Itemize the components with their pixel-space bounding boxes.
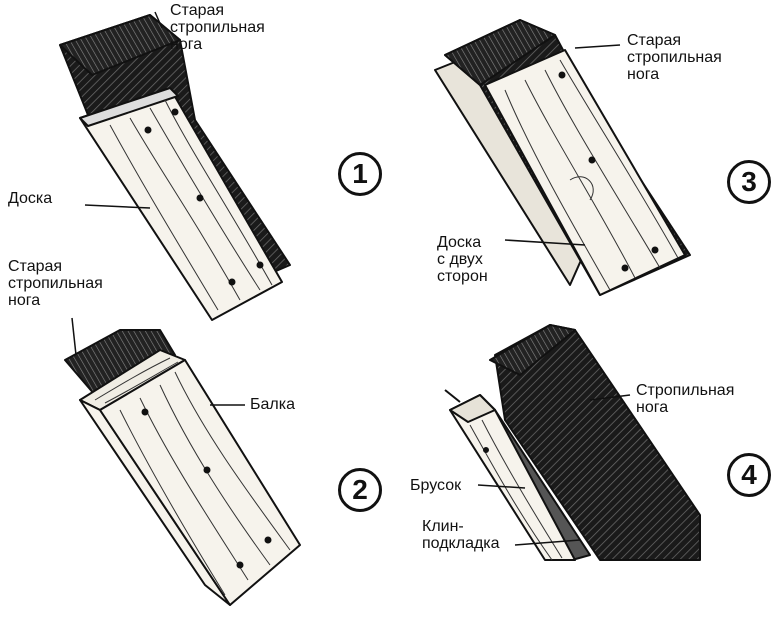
panel-1-number: 1 — [338, 152, 382, 196]
panel-4-bar-label: Брусок — [410, 477, 462, 494]
rafter-end-1 — [59, 14, 181, 76]
panel-1-board-label: Доска — [8, 190, 53, 207]
rafter-end-4 — [489, 324, 576, 376]
panel-3-boards-label: Доска с двух сторон — [437, 234, 488, 285]
panel-3-leaders — [504, 44, 621, 246]
panel-1-leaders — [84, 11, 163, 209]
panel-2-drawing — [64, 329, 301, 606]
panel-3-drawing — [434, 19, 691, 296]
panel-3-number: 3 — [727, 160, 771, 204]
panel-1-rafter-label: Старая стропильная нога — [170, 2, 265, 53]
panel-4-leaders — [477, 394, 631, 546]
panel-3-rafter-label: Старая стропильная нога — [627, 32, 722, 83]
rafter-end-3 — [444, 19, 556, 86]
panel-4-number: 4 — [727, 453, 771, 497]
panel-4-drawing — [444, 324, 701, 561]
panel-1-drawing — [59, 14, 291, 321]
panel-2-leaders — [71, 317, 245, 406]
front-board-3 — [484, 49, 686, 296]
board-1 — [79, 87, 283, 321]
old-rafter-2 — [64, 329, 176, 396]
panel-4-wedge-label: Клин- подкладка — [422, 518, 500, 552]
panel-2-beam-label: Балка — [250, 396, 295, 413]
panel-2-rafter-label: Старая стропильная нога — [8, 258, 103, 309]
beam-2 — [99, 359, 301, 606]
panel-2-number: 2 — [338, 468, 382, 512]
panel-4-rafter-label: Стропильная нога — [636, 382, 735, 416]
